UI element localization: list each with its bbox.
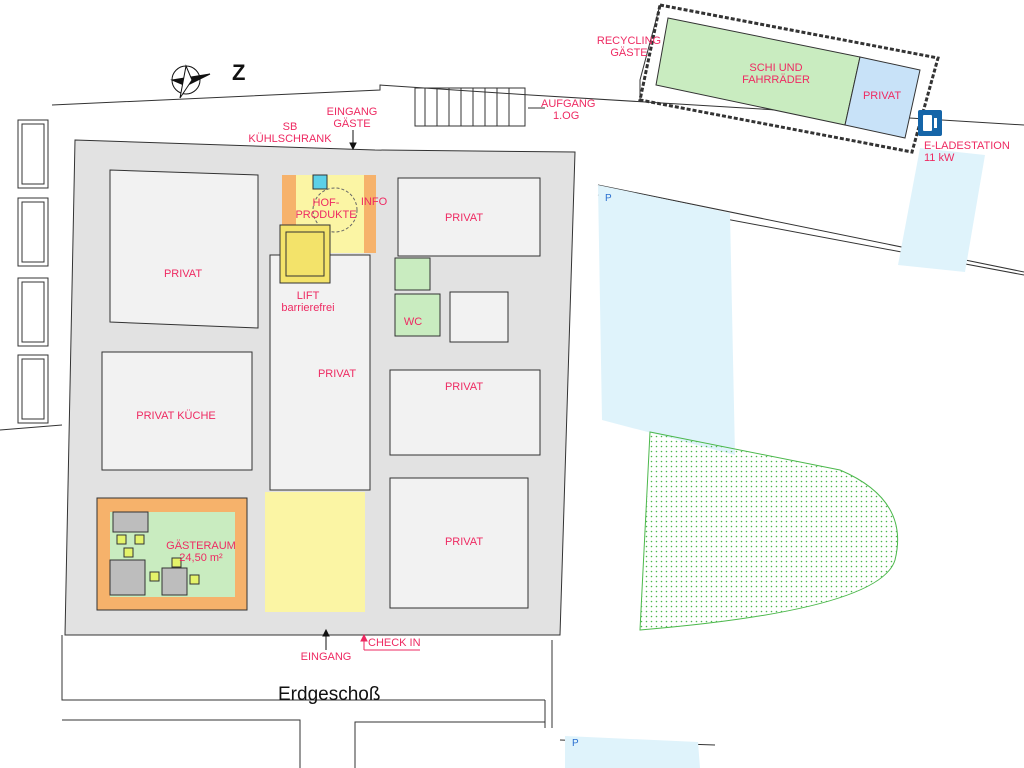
entrance-hall [265, 492, 365, 612]
parking-label-bottom: P [572, 738, 579, 749]
label-info: INFO [360, 196, 388, 208]
lift-shaft [279, 224, 331, 284]
ev-charging-icon [918, 110, 942, 136]
charging-parking-area [898, 148, 985, 272]
shelf [282, 175, 296, 225]
label-privat-2: PRIVAT [444, 212, 484, 224]
fridge [312, 174, 328, 190]
plan-title: Erdgeschoß [278, 684, 381, 705]
label-privat-shed: PRIVAT [862, 90, 902, 102]
label-wc: WC [403, 316, 423, 328]
label-privat-3: PRIVAT [317, 368, 357, 380]
compass-icon [170, 64, 211, 99]
label-privat-1: PRIVAT [163, 268, 203, 280]
wc-area [394, 257, 431, 291]
shed [638, 3, 940, 154]
label-privat-5: PRIVAT [444, 536, 484, 548]
label-privat-4: PRIVAT [444, 381, 484, 393]
left-facade-windows [17, 119, 49, 424]
parking-label: P [605, 193, 612, 204]
label-hofprodukte: HOF-PRODUKTE [295, 197, 357, 221]
parking-area [598, 185, 735, 455]
entrance-arrows [322, 130, 357, 650]
parking-area-bottom [565, 736, 700, 768]
staircase-aufgang [414, 87, 545, 127]
tables [109, 511, 188, 596]
label-eingang: EINGANG [300, 651, 352, 663]
info-counter [364, 175, 376, 253]
label-privat-kueche: PRIVAT KÜCHE [136, 410, 216, 422]
garden-area [639, 431, 899, 631]
label-check-in: CHECK IN [368, 637, 421, 649]
checkin-arrow [360, 633, 420, 651]
chairs [116, 534, 200, 585]
rooms [101, 169, 541, 609]
compass-north-letter: Z [232, 60, 246, 85]
